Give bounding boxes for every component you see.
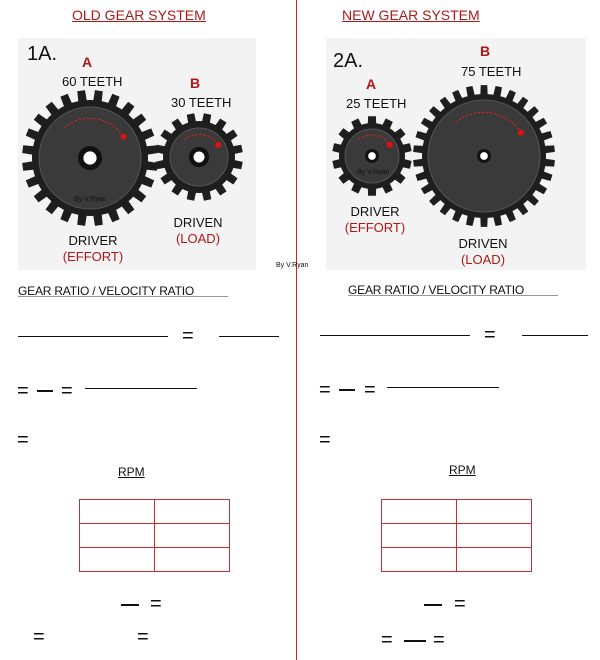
old-equals-sign: = (150, 593, 162, 615)
rpm-table-cell (381, 523, 457, 548)
new-equals-sign: = (484, 324, 496, 346)
old-rpm-table (79, 499, 230, 572)
rpm-table-cell (456, 499, 532, 524)
new-gear-b-teeth: 75 TEETH (461, 64, 522, 79)
old-equals-sign: = (182, 325, 194, 347)
new-answer-line (387, 387, 499, 388)
new-answer-line (522, 335, 588, 336)
old-fraction-bar (37, 390, 53, 392)
rpm-table-cell (456, 547, 532, 572)
old-gear-a-teeth: 60 TEETH (62, 74, 123, 89)
old-gear-b-driven (155, 113, 243, 201)
new-fraction-bar (424, 604, 442, 606)
old-equals-sign: = (17, 429, 29, 451)
rpm-table-cell (79, 499, 155, 524)
old-system-tag: 1A. (27, 43, 58, 65)
rpm-table-cell (154, 523, 230, 548)
rpm-table-row (79, 547, 230, 572)
old-gear-b-letter: B (190, 75, 201, 91)
new-system-tag: 2A. (333, 50, 364, 72)
new-equals-sign: = (319, 379, 331, 401)
old-gear-b-teeth: 30 TEETH (171, 95, 232, 110)
old-gear-b-role-label: DRIVEN (173, 215, 223, 230)
new-ratio-heading-rule (348, 295, 558, 296)
rpm-table-row (79, 499, 230, 524)
old-ratio-heading-rule (18, 296, 228, 297)
new-gear-a-role-sub: (EFFORT) (344, 220, 406, 235)
new-equals-sign: = (319, 429, 331, 451)
new-gear-a-driver (332, 116, 412, 196)
old-answer-line (85, 388, 197, 389)
rpm-table-cell (381, 499, 457, 524)
new-gear-b-driven (413, 85, 555, 227)
new-gear-a-role-label: DRIVER (350, 204, 400, 219)
rpm-table-cell (154, 547, 230, 572)
new-gear-a-role: DRIVER (EFFORT) (330, 204, 420, 236)
old-gear-a-driver (22, 90, 158, 226)
new-fraction-bar (339, 389, 355, 391)
new-gear-b-role-label: DRIVEN (458, 236, 508, 251)
old-rpm-label: RPM (118, 465, 145, 479)
new-answer-line (320, 335, 470, 336)
rpm-table-row (381, 547, 532, 572)
rpm-table-cell (79, 547, 155, 572)
new-system-title: NEW GEAR SYSTEM (342, 7, 480, 23)
old-ratio-heading: GEAR RATIO / VELOCITY RATIO (18, 284, 194, 298)
old-gear-a-role-sub: (EFFORT) (62, 249, 124, 264)
rpm-table-cell (154, 499, 230, 524)
old-gear-b-role-sub: (LOAD) (175, 231, 221, 246)
new-gear-a-letter: A (366, 76, 377, 92)
new-rpm-table (381, 499, 532, 572)
new-equals-sign: = (433, 629, 445, 651)
new-equals-sign: = (454, 593, 466, 615)
old-equals-sign: = (61, 380, 73, 402)
new-fraction-bar (404, 640, 426, 642)
old-answer-line (18, 336, 168, 337)
rpm-table-cell (456, 523, 532, 548)
new-gear-a-credit: By V.Ryan (357, 169, 390, 176)
new-gear-a-teeth: 25 TEETH (346, 96, 407, 111)
rpm-table-row (381, 499, 532, 524)
old-answer-line (219, 336, 279, 337)
old-gear-a-letter: A (82, 54, 93, 70)
new-equals-sign: = (364, 379, 376, 401)
rpm-table-cell (381, 547, 457, 572)
new-gear-b-role-sub: (LOAD) (460, 252, 506, 267)
rpm-table-row (79, 523, 230, 548)
old-equals-sign: = (17, 380, 29, 402)
rpm-table-row (381, 523, 532, 548)
rpm-table-cell (79, 523, 155, 548)
new-rpm-label: RPM (449, 463, 476, 477)
old-system-title: OLD GEAR SYSTEM (72, 7, 206, 23)
old-gear-a-role-label: DRIVER (68, 233, 118, 248)
new-gear-b-letter: B (480, 43, 491, 59)
new-gear-b-role: DRIVEN (LOAD) (438, 236, 528, 268)
old-gear-a-role: DRIVER (EFFORT) (48, 233, 138, 265)
new-equals-sign: = (381, 629, 393, 651)
center-divider (296, 0, 297, 660)
new-ratio-heading: GEAR RATIO / VELOCITY RATIO (348, 283, 524, 297)
center-credit: By V.Ryan (276, 262, 309, 269)
old-equals-sign: = (137, 626, 149, 648)
old-fraction-bar (121, 604, 139, 606)
old-gear-a-credit: By V.Ryan (74, 196, 107, 203)
old-equals-sign: = (33, 626, 45, 648)
old-gear-b-role: DRIVEN (LOAD) (153, 215, 243, 247)
